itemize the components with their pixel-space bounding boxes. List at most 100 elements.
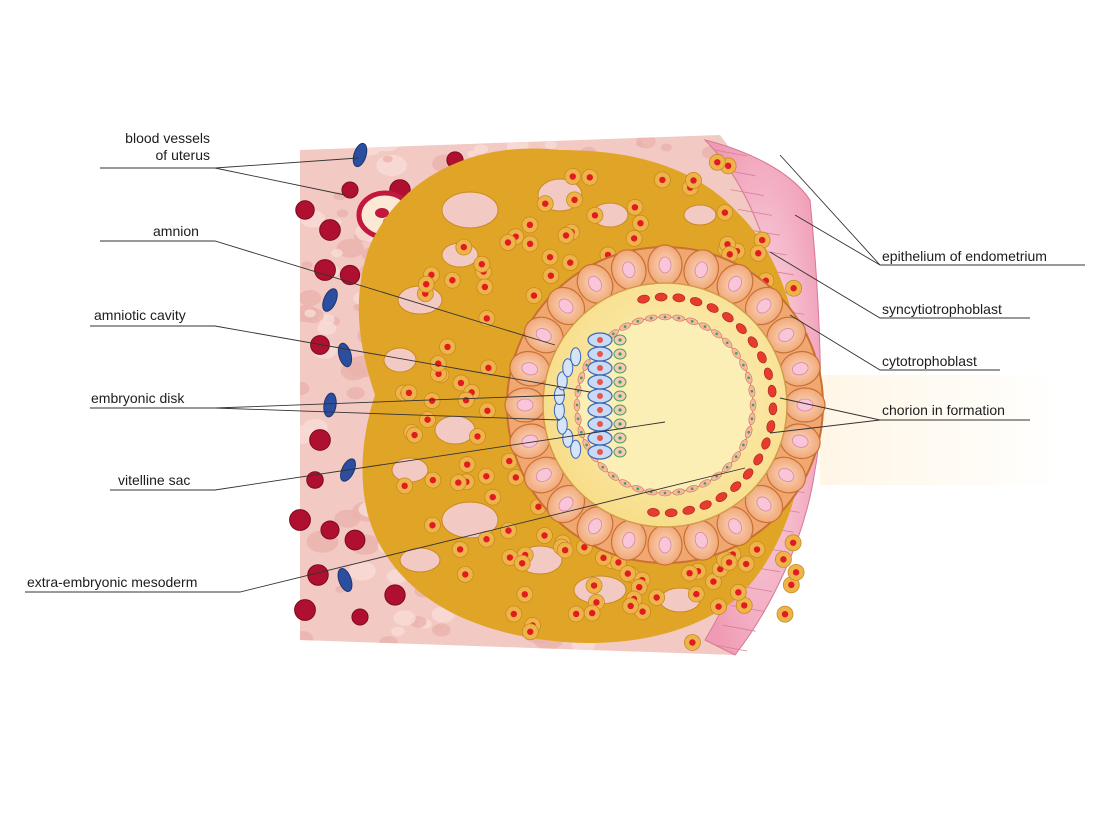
vitelline-nucleus	[750, 417, 754, 421]
epithelium-border	[714, 644, 748, 652]
vitelline-cells	[573, 313, 757, 497]
leader-amniotic-cavity	[90, 325, 591, 393]
label-blood-vessels: blood vessels of uterus	[90, 130, 210, 164]
chorion-cell	[715, 492, 728, 503]
leader-syncytio	[769, 251, 1030, 319]
blood-vessel-red	[344, 529, 366, 551]
syncytio-nucleus	[527, 628, 534, 635]
label-vitelline-sac: vitelline sac	[118, 472, 191, 488]
epithelium-border	[730, 189, 764, 196]
tissue-blotch	[317, 321, 337, 335]
vitelline-nucleus	[649, 316, 653, 320]
tissue-blotch	[660, 143, 672, 152]
syncytio-nucleus	[456, 546, 464, 553]
vitelline-nucleus	[580, 376, 583, 380]
vitelline-nucleus	[747, 376, 750, 380]
syncytio-nucleus	[462, 571, 469, 578]
leader-cyto	[789, 314, 1000, 371]
epiblast-nucleus	[597, 393, 603, 399]
syncytio-nucleus	[590, 582, 598, 589]
syncytio-nucleus	[428, 271, 435, 279]
syncytio-nucleus	[637, 219, 644, 227]
blood-vessel-red	[310, 335, 330, 355]
vitelline-nucleus	[636, 320, 640, 323]
tissue-blotch	[301, 261, 313, 269]
cytotrophoblast-nucleus	[658, 256, 672, 274]
syncytio-nucleus	[741, 602, 748, 609]
cytotrophoblast-nucleus	[622, 531, 636, 549]
syncytio-nucleus	[530, 292, 538, 299]
tissue-blotch	[336, 238, 364, 258]
syncytio-nucleus	[593, 599, 600, 606]
tissue-blotch	[382, 155, 393, 163]
tissue-blotch	[331, 249, 343, 258]
vitelline-nucleus	[725, 341, 729, 345]
cytotrophoblast-nucleus	[728, 275, 742, 292]
cytotrophoblast-nucleus	[791, 362, 809, 376]
tissue-blotch	[800, 636, 816, 647]
syncytio-nucleus	[455, 479, 462, 486]
leader-extra-embryonic	[25, 467, 746, 593]
syncytio-nucleus	[690, 177, 697, 184]
vitelline-nucleus	[575, 403, 579, 407]
vitelline-nucleus	[677, 490, 681, 494]
epithelium-border	[714, 149, 748, 157]
syncytio-nucleus	[411, 431, 418, 439]
syncytio-nucleus	[735, 589, 742, 596]
lacuna	[383, 347, 417, 373]
vitelline-nucleus	[677, 316, 681, 320]
cytotrophoblast-nucleus	[778, 328, 795, 342]
epiblast-nucleus	[597, 379, 603, 385]
cytotrophoblast-nucleus	[588, 518, 602, 535]
syncytio-nucleus	[758, 236, 766, 244]
blood-vessel-red	[289, 509, 311, 531]
blood-vessel-red	[320, 520, 340, 540]
label-amniotic-cavity: amniotic cavity	[94, 307, 186, 323]
blood-vessel-blue	[322, 288, 338, 312]
chorion-cell	[753, 453, 764, 466]
vitelline-nucleus	[725, 465, 729, 469]
blood-vessel-red	[314, 259, 336, 281]
syncytio-nucleus	[624, 570, 632, 577]
syncytio-nucleus	[725, 559, 733, 566]
amnion-cell	[562, 358, 574, 378]
syncytio-nucleus	[586, 174, 593, 181]
syncytio-nucleus	[686, 569, 693, 577]
syncytio-nucleus	[429, 476, 437, 484]
syncytio-nucleus	[422, 280, 430, 288]
cytotrophoblast-nucleus	[791, 434, 809, 448]
syncytio-nucleus	[429, 522, 436, 529]
syncytio-nucleus	[659, 176, 666, 184]
chorion-cell	[735, 323, 747, 335]
syncytio-nucleus	[444, 343, 451, 351]
syncytio-nucleus	[724, 241, 731, 248]
tissue-blotch	[432, 623, 451, 637]
chorion-cell	[654, 292, 668, 302]
syncytio-nucleus	[721, 209, 729, 216]
lacuna	[683, 204, 717, 226]
syncytio-nucleus	[714, 159, 721, 166]
blood-vessel-red	[309, 429, 331, 451]
epiblast-nucleus	[597, 407, 603, 413]
chorion-cell	[706, 303, 719, 313]
syncytio-nucleus	[789, 539, 797, 546]
syncytio-nucleus	[615, 559, 622, 566]
blood-vessel-red	[341, 181, 359, 199]
syncytio-nucleus	[449, 277, 456, 284]
syncytio-nucleus	[460, 243, 468, 251]
syncytio-nucleus	[483, 315, 490, 322]
tissue-blotch	[448, 646, 458, 653]
chorion-cell	[761, 437, 771, 450]
syncytio-nucleus	[489, 493, 496, 501]
vitelline-nucleus	[703, 482, 707, 485]
amnion-cell	[556, 371, 568, 391]
epithelium-border	[722, 624, 756, 632]
cytotrophoblast-nucleus	[694, 531, 708, 549]
lacuna	[391, 457, 429, 483]
syncytio-nucleus	[710, 578, 717, 585]
syncytio-nucleus	[653, 594, 660, 601]
syncytio-nucleus	[481, 283, 489, 291]
syncytio-nucleus	[717, 565, 724, 573]
tissue-blotch	[300, 381, 310, 396]
